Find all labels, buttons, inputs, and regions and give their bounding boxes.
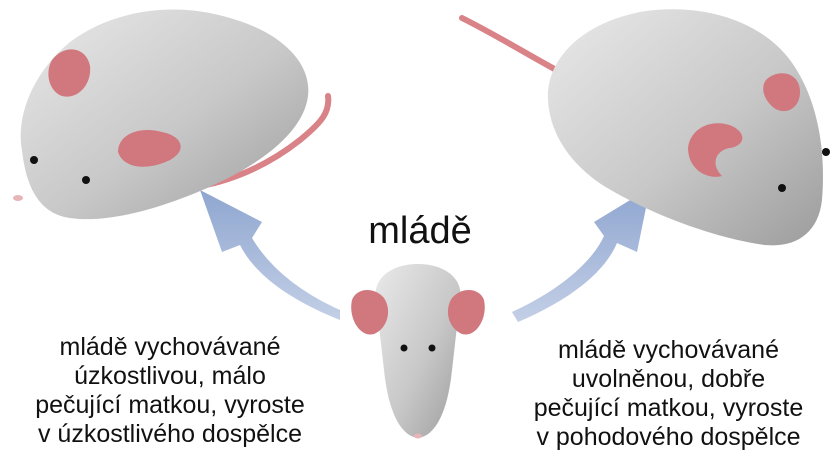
relaxed-adult-mouse-icon	[462, 9, 830, 245]
left-caption-line: v úzkostlivého dospělce	[0, 420, 340, 449]
right-caption-line: uvolněnou, dobře	[505, 365, 832, 394]
left-caption-line: pečující matkou, vyroste	[0, 391, 340, 420]
arrow-up-left-icon	[200, 190, 340, 320]
pup-label: mládě	[350, 212, 490, 250]
arrow-up-right-icon	[512, 188, 650, 322]
right-caption-line: pečující matkou, vyroste	[505, 394, 832, 423]
anxious-adult-mouse-icon	[13, 10, 328, 220]
right-caption-line: mládě vychovávané	[505, 336, 832, 365]
right-caption-line: v pohodového dospělce	[505, 423, 832, 452]
right-caption: mládě vychovávané uvolněnou, dobře pečuj…	[505, 336, 832, 452]
left-caption-line: úzkostlivou, málo	[0, 362, 340, 391]
left-caption: mládě vychovávané úzkostlivou, málo peču…	[0, 333, 340, 449]
pup-mouse-icon	[351, 264, 485, 439]
left-caption-line: mládě vychovávané	[0, 333, 340, 362]
